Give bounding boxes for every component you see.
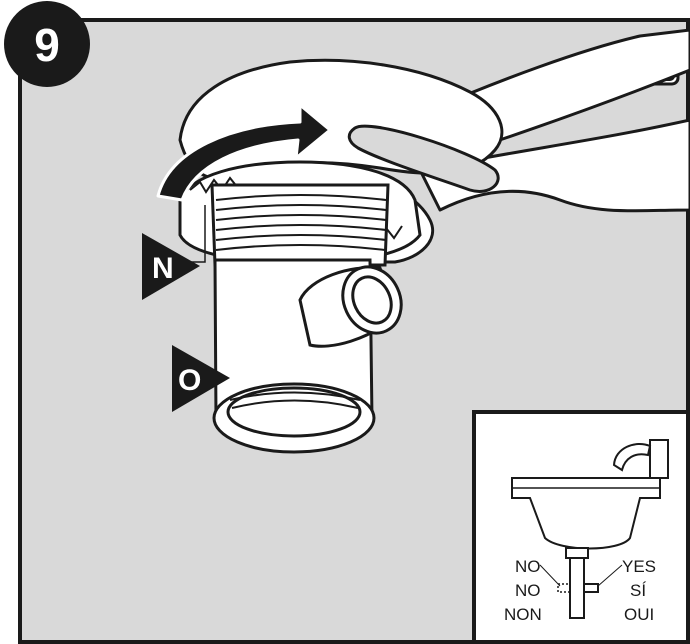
- callout-leaders: [190, 205, 206, 263]
- inset-no-es: NO: [515, 581, 541, 600]
- inset-yes-fr: OUI: [624, 605, 654, 624]
- callout-n-label: N: [152, 252, 174, 285]
- pipe-threads: [215, 194, 387, 409]
- callout-n: N: [142, 233, 200, 300]
- tee-fitting: [210, 183, 403, 454]
- inset-no-en: NO: [515, 557, 541, 576]
- inset-yes-en: YES: [622, 557, 656, 576]
- step-number: 9: [34, 19, 60, 71]
- inset-panel: NO NO NON YES SÍ OUI: [472, 410, 690, 644]
- inset-yes-es: SÍ: [630, 581, 646, 600]
- step-badge: 9: [4, 1, 90, 87]
- clockwise-arrow-icon: [156, 103, 332, 202]
- callout-o: O: [172, 345, 230, 412]
- inset-no-fr: NON: [504, 605, 542, 624]
- callout-o-label: O: [178, 364, 201, 397]
